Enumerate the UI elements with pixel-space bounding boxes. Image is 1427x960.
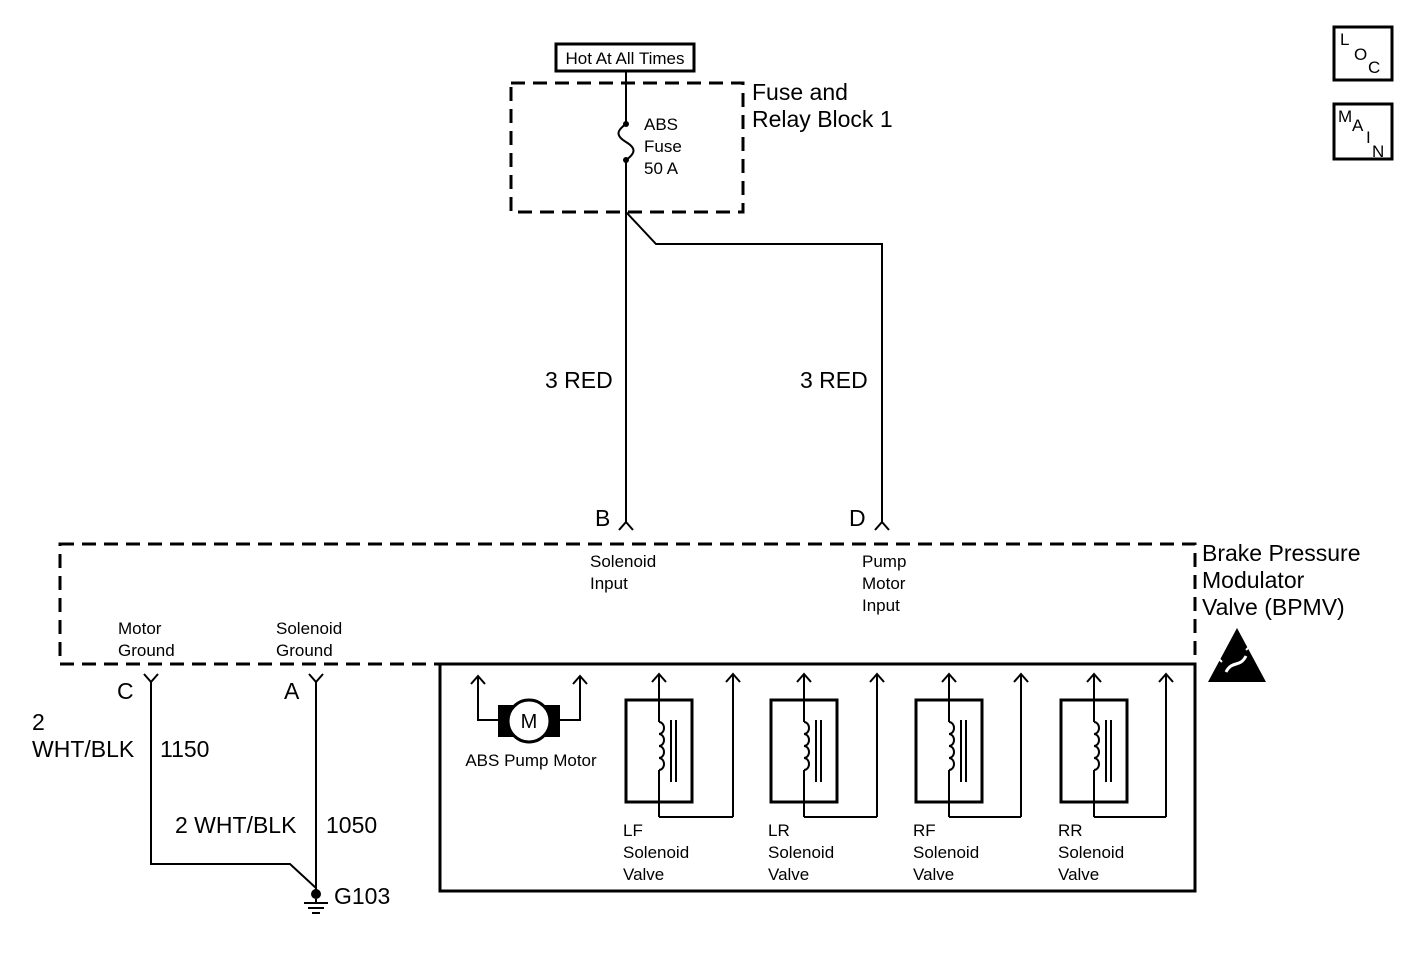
solenoid-valve-rf: [914, 672, 1029, 818]
main-letter-i: I: [1366, 128, 1371, 147]
ground-label: G103: [334, 883, 390, 909]
fuse-label-line3: 50 A: [644, 159, 679, 178]
main-button[interactable]: M A I N: [1332, 102, 1394, 161]
connector-c-icon: [143, 673, 159, 684]
esd-warning-icon: [1208, 628, 1266, 682]
connector-d-label-line2: Motor: [862, 574, 906, 593]
loc-button[interactable]: L O C: [1332, 25, 1394, 82]
solenoid-rr-label-line1: RR: [1058, 821, 1083, 840]
motor-ground-wire-color: WHT/BLK: [32, 736, 135, 762]
solenoid-rr-label-line3: Valve: [1058, 865, 1099, 884]
main-letter-a: A: [1352, 116, 1364, 135]
solenoid-valve-lf: [624, 672, 741, 818]
connector-b-letter: B: [595, 505, 610, 531]
motor-ground-wire-size: 2: [32, 709, 45, 735]
motor-ground-circuit: 1150: [160, 736, 209, 762]
wire-label-red-right: 3 RED: [800, 367, 868, 393]
abs-pump-motor-label: ABS Pump Motor: [465, 751, 597, 770]
solenoid-lr-label-line3: Valve: [768, 865, 809, 884]
solenoid-valve-lr: [769, 672, 885, 818]
loc-letter-l: L: [1340, 30, 1349, 49]
solenoid-rf-label-line3: Valve: [913, 865, 954, 884]
solenoid-ground-circuit: 1050: [326, 812, 377, 838]
main-letter-m: M: [1338, 107, 1352, 126]
solenoid-rf-label-line2: Solenoid: [913, 843, 979, 862]
fuse-label-line2: Fuse: [644, 137, 682, 156]
connector-d-label-line3: Input: [862, 596, 900, 615]
connector-b-label-line1: Solenoid: [590, 552, 656, 571]
ground-icon: [304, 889, 328, 914]
main-letter-n: N: [1372, 142, 1384, 161]
wire-label-red-left: 3 RED: [545, 367, 613, 393]
fuse-block-title-line1: Fuse and: [752, 79, 848, 105]
connector-a-label-line2: Ground: [276, 641, 333, 660]
connector-d-icon: [874, 520, 890, 531]
hot-at-all-times-box: Hot At All Times: [554, 42, 696, 73]
fuse-block-title-line2: Relay Block 1: [752, 106, 893, 132]
loc-letter-o: O: [1354, 45, 1367, 64]
connector-b-icon: [618, 520, 634, 531]
bpmv-outline: [58, 542, 1197, 666]
connector-c-label-line1: Motor: [118, 619, 162, 638]
hot-at-all-times-label: Hot At All Times: [565, 49, 684, 68]
bpmv-internal-box: [438, 662, 1197, 893]
solenoid-lf-label-line2: Solenoid: [623, 843, 689, 862]
wire-motor-ground: [150, 682, 317, 889]
bpmv-title-line2: Modulator: [1202, 567, 1305, 593]
fuse-label-line1: ABS: [644, 115, 678, 134]
solenoid-rr-label-line2: Solenoid: [1058, 843, 1124, 862]
solenoid-lr-label-line2: Solenoid: [768, 843, 834, 862]
wire-red-pump-motor-input: [625, 211, 883, 522]
solenoid-rf-label-line1: RF: [913, 821, 936, 840]
connector-a-icon: [308, 673, 324, 684]
connector-b-label-line2: Input: [590, 574, 628, 593]
connector-d-letter: D: [849, 505, 866, 531]
solenoid-lf-label-line3: Valve: [623, 865, 664, 884]
motor-symbol: M: [521, 711, 538, 733]
solenoid-lf-label-line1: LF: [623, 821, 643, 840]
connector-c-label-line2: Ground: [118, 641, 175, 660]
connector-a-label-line1: Solenoid: [276, 619, 342, 638]
bpmv-title-line3: Valve (BPMV): [1202, 594, 1345, 620]
connector-c-letter: C: [117, 678, 134, 704]
solenoid-lr-label-line1: LR: [768, 821, 790, 840]
fuse-icon: [617, 121, 635, 163]
connector-d-label-line1: Pump: [862, 552, 906, 571]
solenoid-valve-rr: [1059, 672, 1174, 818]
loc-letter-c: C: [1368, 58, 1380, 77]
solenoid-ground-wire: 2 WHT/BLK: [175, 812, 297, 838]
abs-pump-motor: [470, 674, 588, 744]
connector-a-letter: A: [284, 678, 300, 704]
bpmv-title-line1: Brake Pressure: [1202, 540, 1361, 566]
